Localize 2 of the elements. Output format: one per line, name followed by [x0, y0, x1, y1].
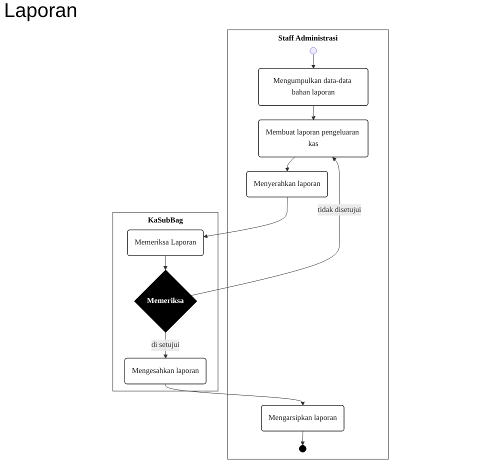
diagram-title: Laporan — [4, 0, 78, 23]
node-circle — [310, 47, 317, 54]
